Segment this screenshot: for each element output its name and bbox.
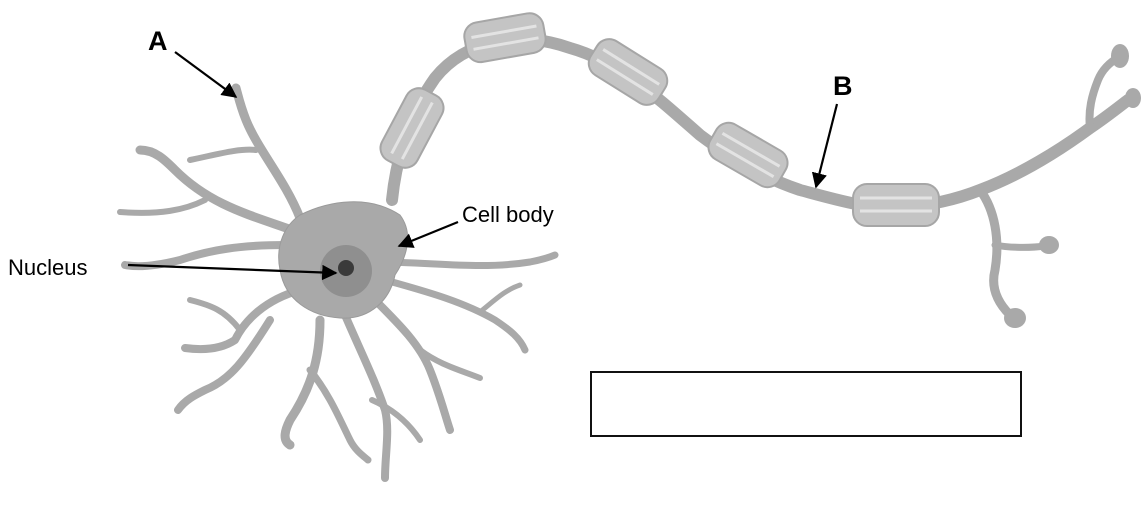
label-cell-body: Cell body: [462, 204, 554, 226]
arrow-a: [175, 52, 236, 97]
arrow-b: [816, 104, 837, 187]
label-nucleus: Nucleus: [8, 257, 87, 279]
nucleolus-shape: [338, 260, 354, 276]
answer-box[interactable]: [590, 371, 1022, 437]
dendrite-a: [236, 88, 300, 218]
myelin-sheaths: [376, 11, 939, 226]
label-b: B: [833, 73, 853, 100]
terminal-bulbs: [1004, 44, 1141, 328]
label-a: A: [148, 28, 168, 55]
